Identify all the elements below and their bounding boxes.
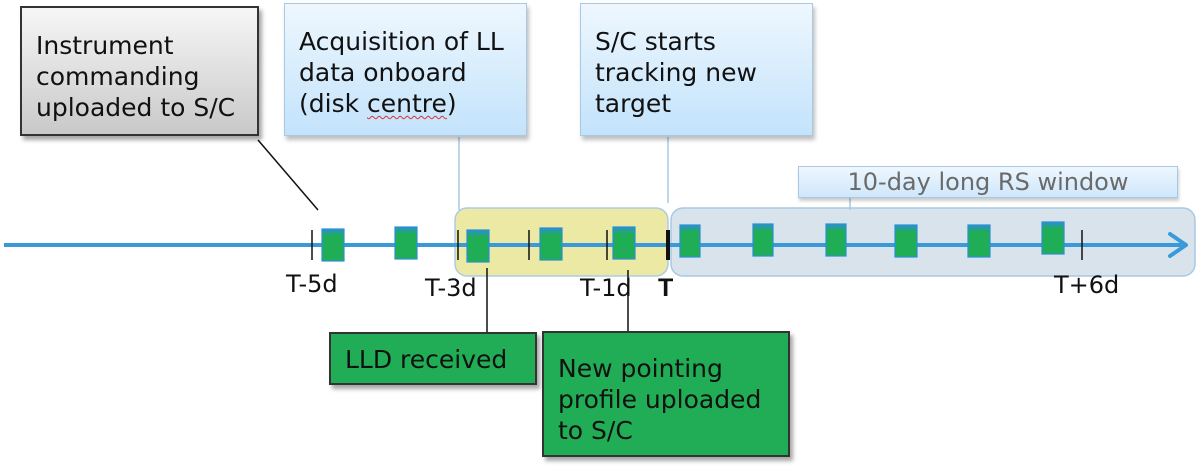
tick-label-t-1d: T-1d [580, 274, 632, 302]
timeline-markers [321, 221, 1065, 263]
pointing-profile-callout: New pointing profile uploaded to S/C [542, 331, 790, 457]
rs-window-label-text: 10-day long RS window [847, 168, 1129, 196]
tick-label-t-6d: T+6d [1054, 271, 1120, 299]
marker [612, 226, 636, 260]
marker [752, 223, 774, 257]
callout-line: S/C starts [595, 27, 716, 56]
callout-line: profile uploaded [558, 385, 762, 414]
marker [1041, 221, 1065, 255]
acquisition-callout: Acquisition of LL data onboard (disk cen… [284, 3, 527, 136]
rs-window-region [670, 207, 1196, 277]
callout-line: Instrument [36, 31, 174, 60]
timeline-arrowhead-icon [1168, 232, 1188, 258]
instrument-commanding-callout: Instrument commanding uploaded to S/C [20, 6, 259, 136]
tracking-callout: S/C starts tracking new target [580, 3, 813, 136]
tick-label-t-5d: T-5d [286, 270, 338, 298]
callout-line: Acquisition of LL [299, 27, 504, 56]
marker [679, 224, 701, 258]
tick-label-t-3d: T-3d [425, 274, 477, 302]
callout-line: data onboard [299, 58, 467, 87]
marker [967, 224, 991, 258]
marker [466, 229, 490, 263]
callout-line: target [595, 89, 672, 118]
callout-line: tracking new [595, 58, 757, 87]
callout-line: New pointing [558, 354, 723, 383]
callout-line: (disk centre) [299, 88, 526, 119]
callout-text: ) [446, 89, 457, 118]
tick-label-t: T [658, 274, 674, 302]
marker [539, 227, 563, 261]
marker [894, 224, 918, 258]
callout-line: commanding [36, 62, 200, 91]
callout-text: (disk [299, 89, 368, 118]
callout-line: LLD received [345, 345, 508, 374]
marker [394, 226, 418, 260]
rs-window-label: 10-day long RS window [798, 166, 1178, 198]
instrument-connector-line [257, 139, 319, 211]
spellcheck-underlined-word: centre [367, 89, 447, 118]
marker [825, 223, 847, 257]
callout-line: to S/C [558, 416, 633, 445]
lld-received-callout: LLD received [329, 332, 537, 385]
callout-line: uploaded to S/C [36, 93, 236, 122]
marker [321, 228, 345, 262]
timeline-ticks [311, 230, 1083, 260]
